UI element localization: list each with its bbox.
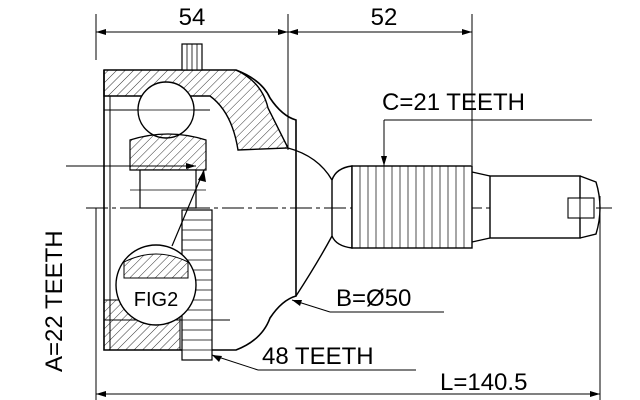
dimension-52: 52 — [288, 4, 473, 165]
fig2-detail: FIG2 — [115, 169, 206, 326]
callout-b-label: B=Ø50 — [336, 285, 411, 312]
dimension-54: 54 — [95, 4, 289, 150]
callout-c-label: C=21 TEETH — [382, 89, 525, 116]
dimension-overall-length: L=140.5 — [96, 196, 601, 400]
inner-race — [129, 133, 207, 209]
callout-b-diameter: B=Ø50 — [291, 285, 444, 313]
overall-length-label: L=140.5 — [440, 369, 527, 396]
callout-48-label: 48 TEETH — [262, 343, 374, 370]
callout-a-label: A=22 TEETH — [41, 230, 68, 372]
fig2-label: FIG2 — [134, 289, 178, 311]
ball-upper — [137, 81, 195, 139]
dimension-54-label: 54 — [179, 4, 206, 31]
callout-c-spline: C=21 TEETH — [381, 89, 592, 166]
dimension-52-label: 52 — [371, 4, 398, 31]
callout-48-teeth: 48 TEETH — [211, 343, 416, 371]
callout-a-spline: A=22 TEETH — [41, 163, 196, 372]
stub-shaft — [331, 165, 601, 249]
